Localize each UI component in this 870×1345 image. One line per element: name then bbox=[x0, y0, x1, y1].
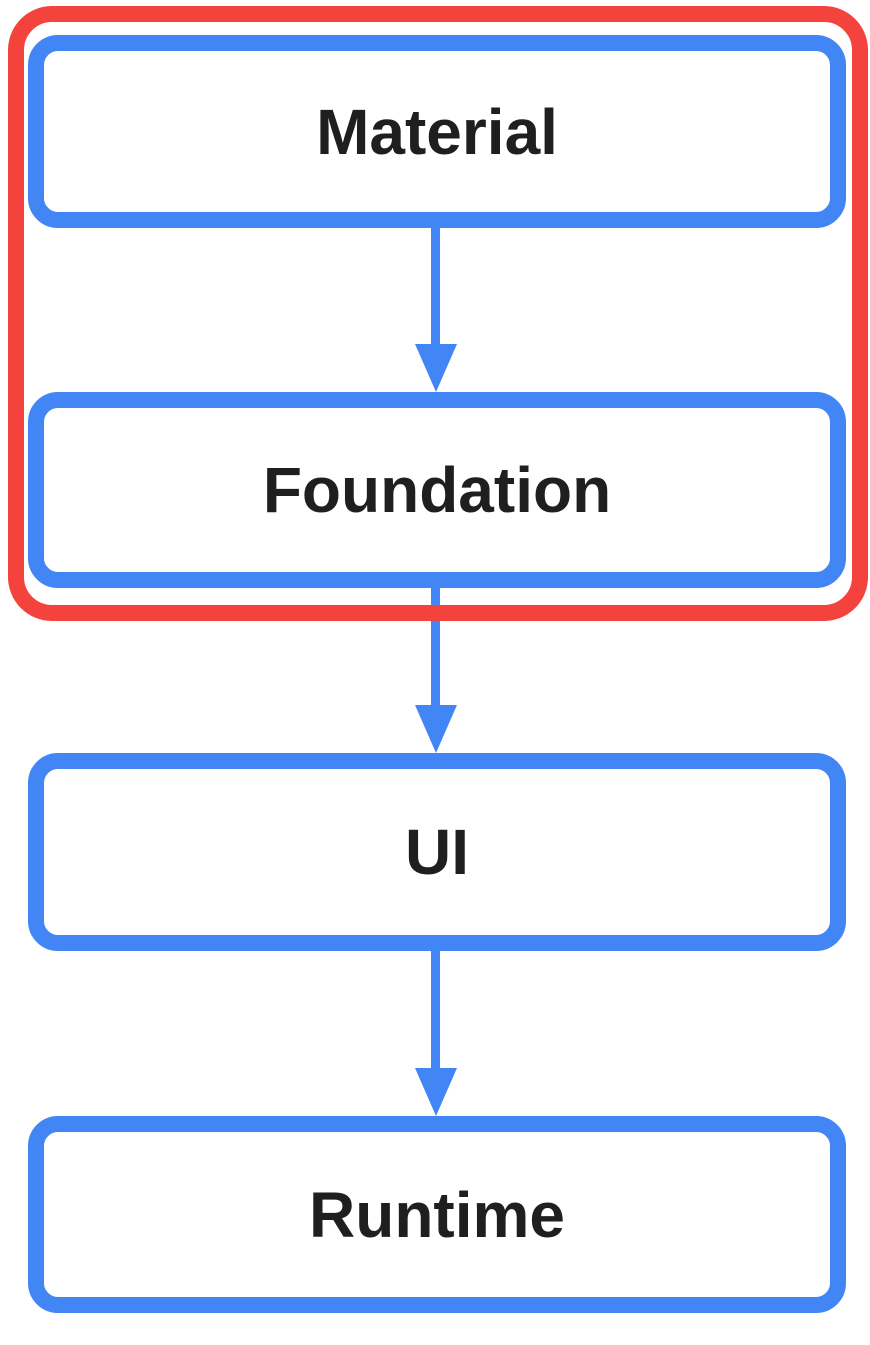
arrow-down-icon bbox=[415, 344, 457, 392]
runtime-box: Runtime bbox=[28, 1116, 846, 1313]
material-box: Material bbox=[28, 35, 846, 228]
foundation-box: Foundation bbox=[28, 392, 846, 588]
arrow-ui-to-runtime-line bbox=[431, 951, 440, 1070]
arrow-foundation-to-ui-line bbox=[431, 588, 440, 707]
highlight-group bbox=[8, 6, 868, 621]
ui-box: UI bbox=[28, 753, 846, 951]
arrow-down-icon bbox=[415, 705, 457, 753]
ui-label: UI bbox=[405, 816, 469, 888]
foundation-label: Foundation bbox=[262, 454, 612, 526]
arrow-material-to-foundation-line bbox=[431, 228, 440, 346]
material-label: Material bbox=[316, 95, 558, 168]
runtime-label: Runtime bbox=[309, 1178, 565, 1251]
arrow-down-icon bbox=[415, 1068, 457, 1116]
